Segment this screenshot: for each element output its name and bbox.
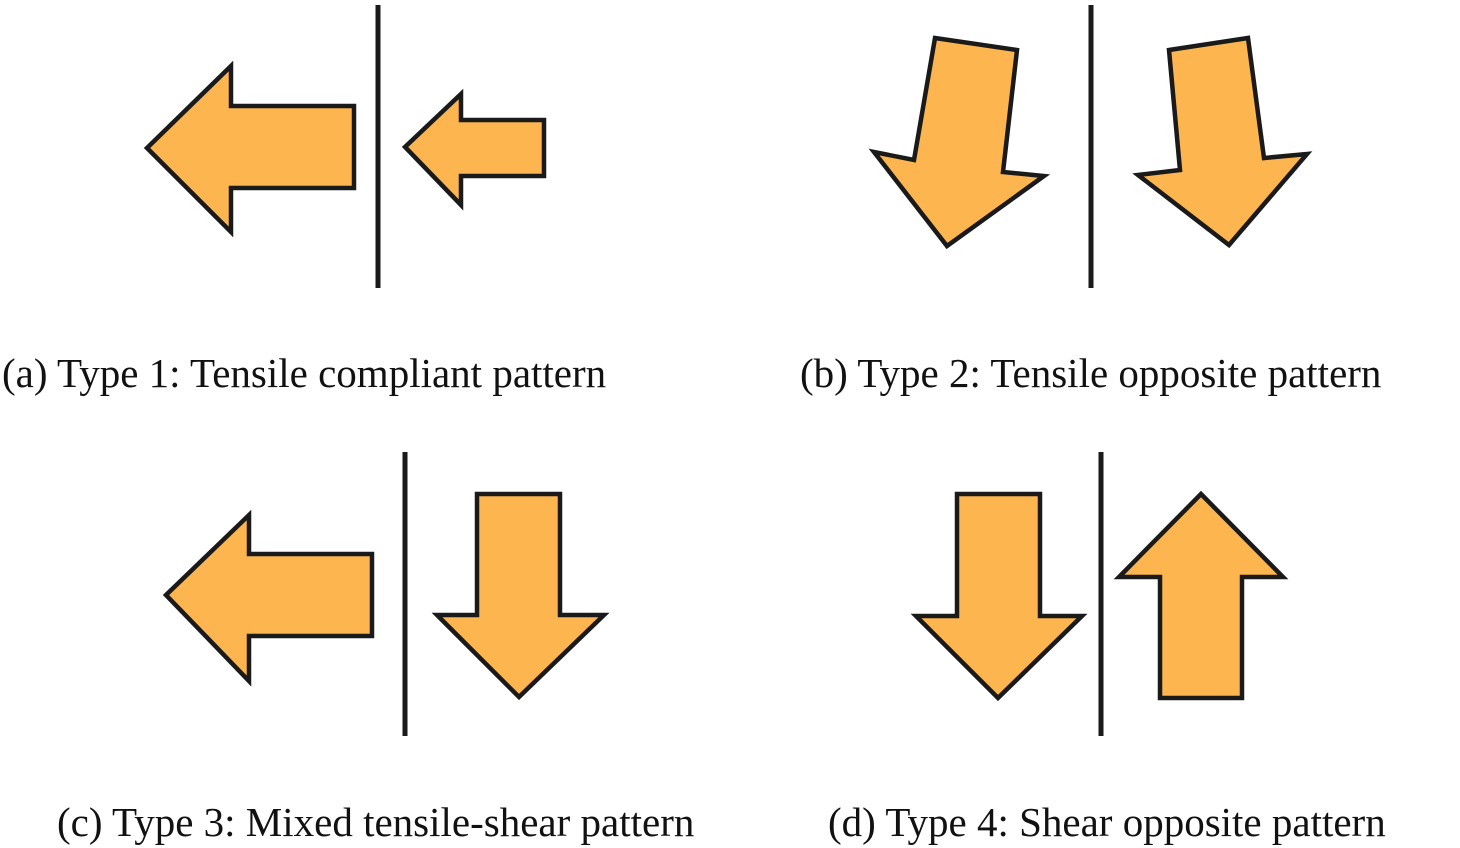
arrow-down-icon	[431, 491, 610, 701]
arrow-left-icon	[401, 88, 547, 211]
panel-b: (b) Type 2: Tensile opposite pattern	[800, 5, 1381, 396]
panel-c: (c) Type 3: Mixed tensile-shear pattern	[57, 452, 694, 845]
caption-b: (b) Type 2: Tensile opposite pattern	[800, 350, 1381, 396]
arrow-left-icon	[143, 60, 357, 238]
caption-d: (d) Type 4: Shear opposite pattern	[828, 799, 1386, 845]
panel-a: (a) Type 1: Tensile compliant pattern	[2, 5, 606, 396]
panel-d: (d) Type 4: Shear opposite pattern	[828, 452, 1386, 845]
arrow-left-icon	[162, 509, 375, 687]
arrow-down-icon	[868, 35, 1051, 250]
arrow-up-icon	[1113, 490, 1289, 701]
arrow-down-icon	[910, 491, 1088, 702]
caption-a: (a) Type 1: Tensile compliant pattern	[2, 350, 606, 396]
caption-c: (c) Type 3: Mixed tensile-shear pattern	[57, 799, 694, 845]
arrow-down-icon	[1132, 35, 1313, 249]
